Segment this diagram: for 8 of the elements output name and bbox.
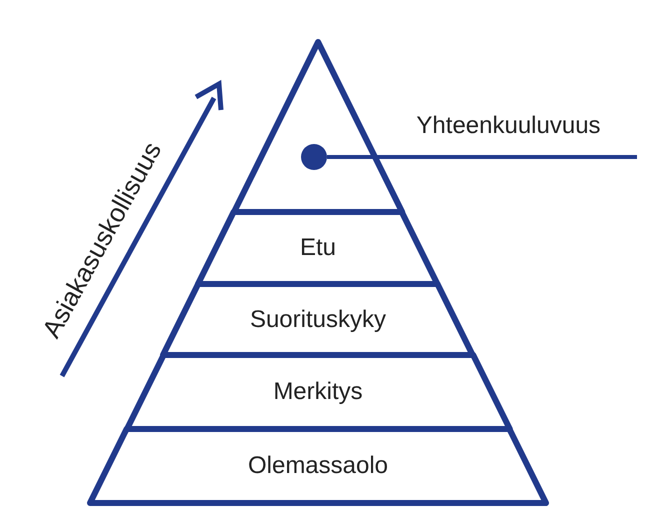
tier-label: Etu [300,234,336,262]
leader-line [327,155,637,159]
pyramid-tier [86,425,550,507]
tier-label: Olemassaolo [248,452,388,480]
tier-label: Merkitys [273,378,363,406]
callout-label: Yhteenkuuluvuus [416,112,601,140]
dot-marker [300,144,327,170]
tier-label: Suorituskyky [250,306,386,334]
